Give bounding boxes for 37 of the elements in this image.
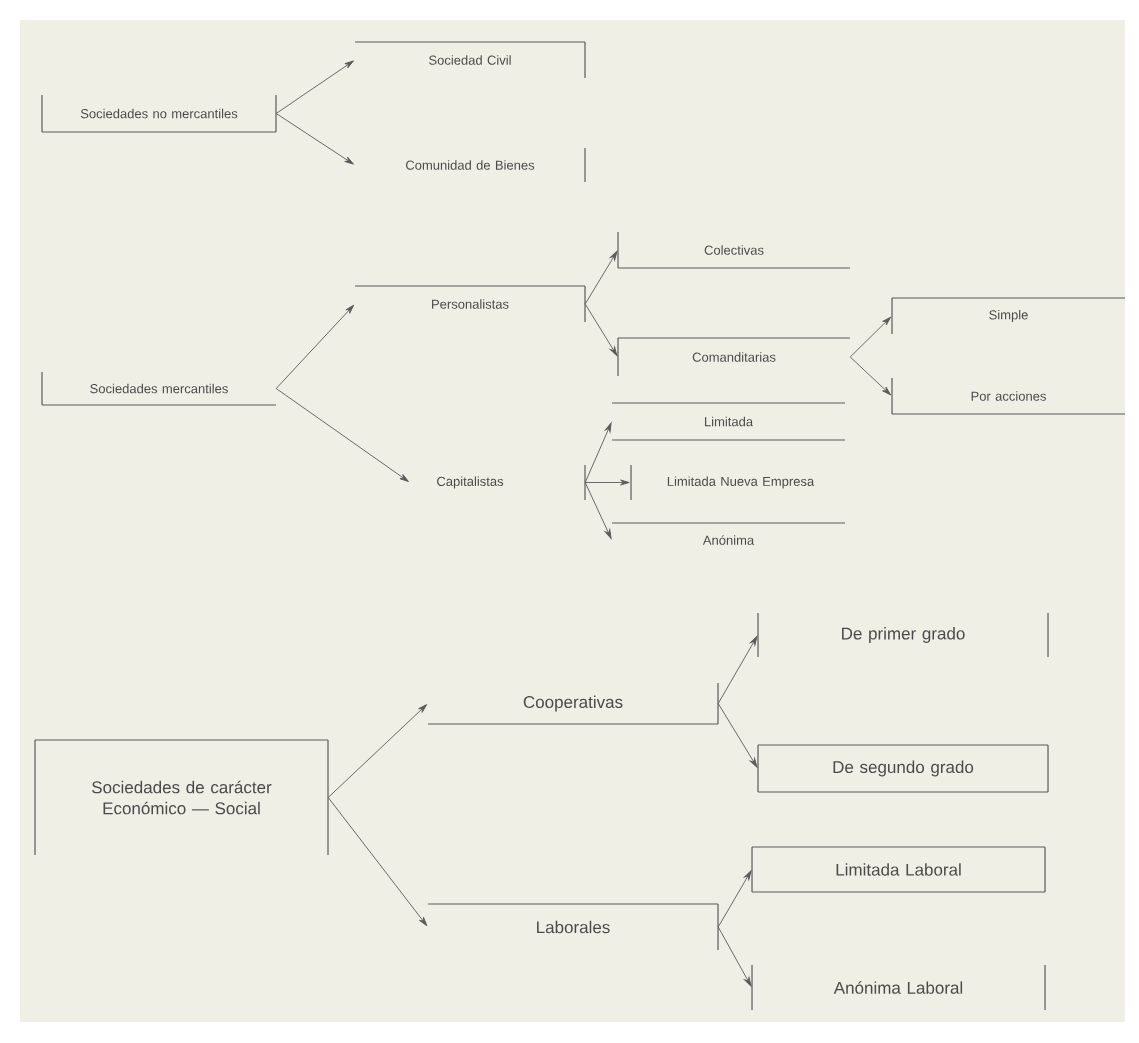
- branch-box: Por acciones: [891, 377, 1126, 415]
- arrow: [275, 60, 354, 114]
- arrow: [275, 388, 409, 483]
- branch-box: Anónima Laboral: [751, 964, 1046, 1011]
- arrow: [717, 926, 752, 987]
- arrow: [584, 250, 618, 305]
- arrow: [717, 870, 752, 928]
- arrow: [849, 316, 892, 358]
- arrow: [584, 482, 612, 539]
- arrow: [717, 703, 758, 768]
- arrow: [849, 356, 892, 396]
- arrow: [717, 635, 758, 704]
- branch-box: Comunidad de Bienes: [406, 147, 586, 183]
- branch-box: Simple: [891, 297, 1126, 335]
- branch-box: Cooperativas: [427, 682, 719, 725]
- arrow: [327, 797, 428, 927]
- branch-box: Capitalistas: [437, 464, 586, 501]
- arrow: [584, 422, 612, 483]
- branch-box: Limitada Laboral: [751, 846, 1046, 893]
- branch-box: Colectivas: [617, 231, 851, 269]
- branch-box: De primer grado: [757, 612, 1049, 658]
- branch-box: Sociedades no mercantiles: [41, 94, 277, 133]
- branch-box: Sociedad Civil: [354, 41, 586, 79]
- branch-box: Personalistas: [354, 285, 586, 323]
- branch-box: Sociedades mercantiles: [41, 371, 277, 406]
- arrow: [275, 113, 354, 165]
- branch-box: De segundo grado: [757, 744, 1049, 793]
- arrow: [275, 304, 355, 389]
- branch-box: Comanditarias: [617, 337, 851, 377]
- branch-box: Laborales: [427, 903, 719, 951]
- branch-box: Sociedades de carácter Económico — Social: [34, 739, 329, 856]
- arrow: [327, 704, 428, 798]
- branch-box: Anónima: [611, 522, 846, 545]
- branch-box: Limitada: [611, 402, 846, 441]
- arrow: [584, 479, 630, 486]
- arrow: [584, 303, 618, 357]
- branch-box: Limitada Nueva Empresa: [630, 464, 815, 501]
